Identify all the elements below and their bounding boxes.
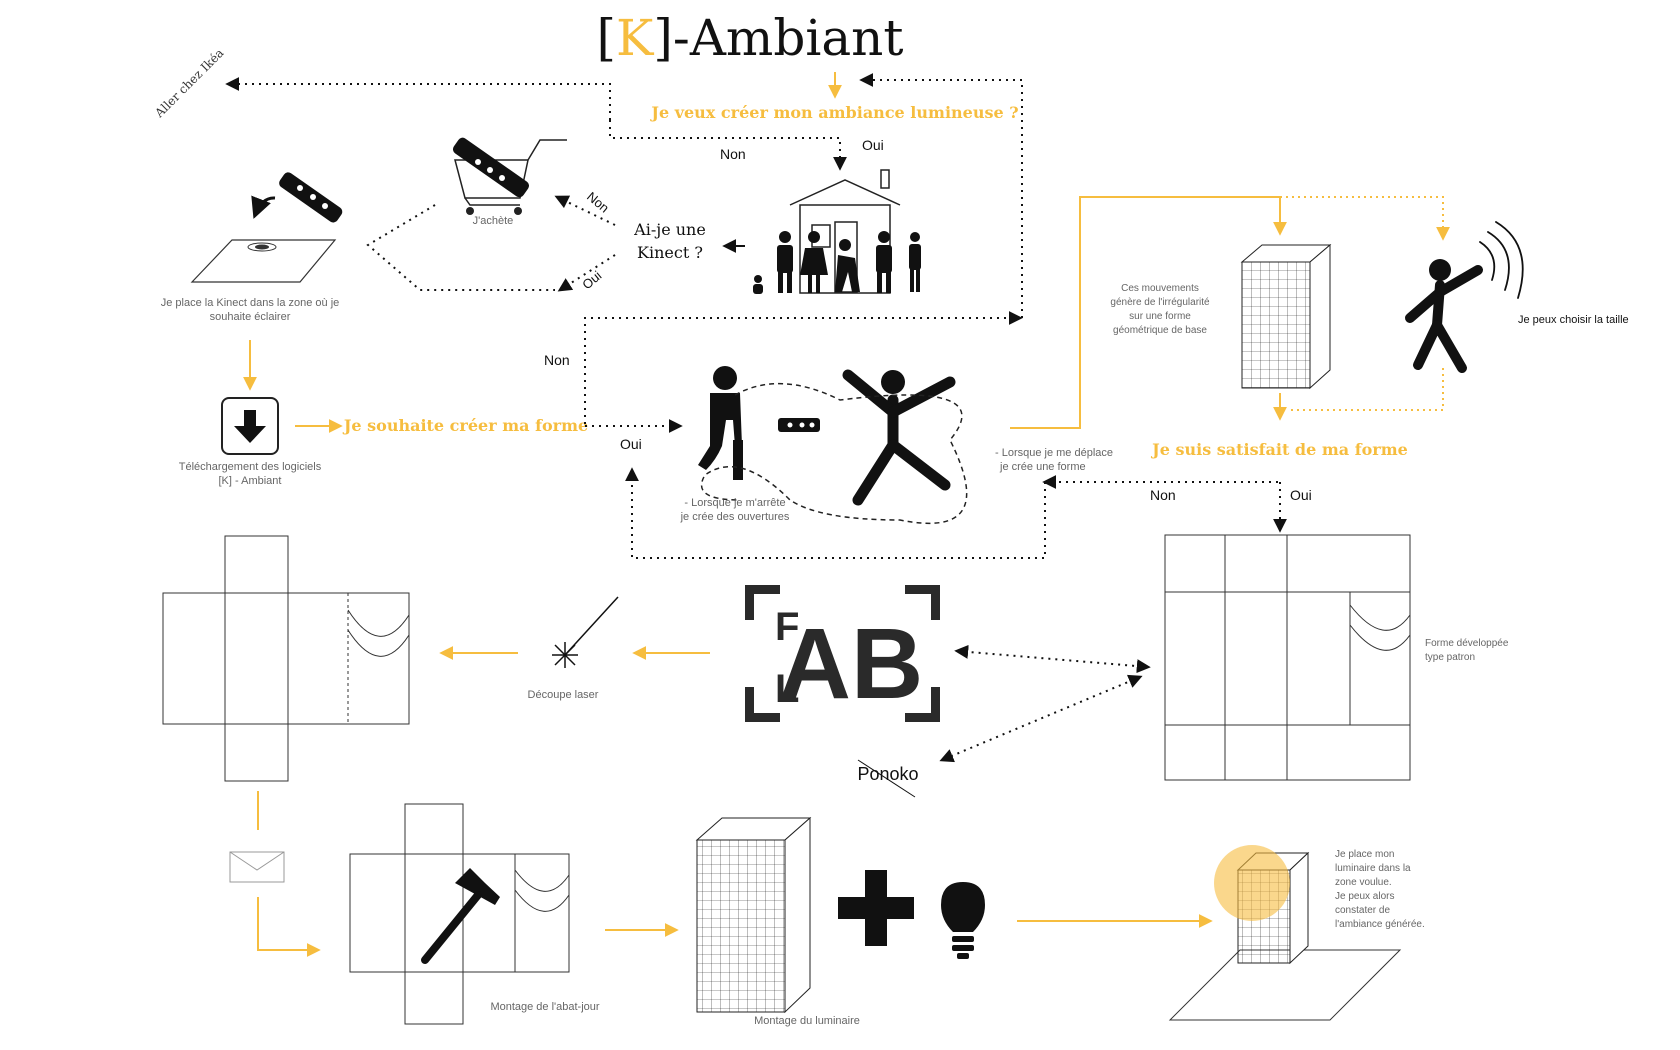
arrow-q1-to-house bbox=[609, 120, 847, 171]
plus-icon bbox=[838, 870, 914, 946]
hammer-icon bbox=[421, 868, 500, 964]
irregular-line-2: génère de l'irrégularité bbox=[1110, 297, 1210, 308]
svg-text:AB: AB bbox=[779, 608, 923, 720]
assembly-shade-label: Montage de l'abat-jour bbox=[490, 1001, 599, 1013]
lamp-box-assembly bbox=[695, 816, 812, 1014]
movement-path bbox=[700, 382, 968, 525]
final-lamp-scene bbox=[1168, 845, 1402, 1021]
kinect-question-line-2: Kinect ? bbox=[637, 243, 703, 262]
kinect-question-line-1: Ai-je une bbox=[633, 220, 706, 239]
svg-text:L: L bbox=[775, 667, 799, 711]
size-label: Je peux choisir la taille bbox=[1518, 314, 1629, 326]
arrow-pattern-ponoko bbox=[939, 674, 1143, 763]
hex-loop bbox=[366, 204, 555, 291]
question-3: Je suis satisfait de ma forme bbox=[1150, 440, 1408, 459]
oui-label-1: Oui bbox=[862, 137, 884, 153]
arrow-mail-to-assembly bbox=[257, 897, 321, 957]
download-line-2: [K] - Ambiant bbox=[219, 475, 282, 487]
pattern-line-1: Forme développée bbox=[1425, 638, 1509, 649]
pattern-net-left bbox=[162, 535, 410, 782]
stop-line-2: je crée des ouvertures bbox=[680, 511, 790, 523]
jumping-person-icon bbox=[842, 369, 956, 506]
kinect-sensor-small bbox=[778, 418, 820, 432]
irregular-line-1: Ces mouvements bbox=[1121, 283, 1199, 294]
loop-to-top bbox=[859, 73, 1023, 318]
laser-label: Découpe laser bbox=[528, 689, 599, 701]
loop-bottom bbox=[625, 467, 1046, 559]
pattern-line-2: type patron bbox=[1425, 652, 1475, 663]
question-1: Je veux créer mon ambiance lumineuse ? bbox=[649, 103, 1018, 122]
envelope-icon bbox=[229, 851, 285, 883]
final-line-4: Je peux alors bbox=[1335, 891, 1394, 902]
final-line-5: constater de bbox=[1335, 905, 1390, 916]
walking-person-icon bbox=[698, 366, 743, 480]
svg-text:F: F bbox=[775, 605, 799, 649]
ikea-label: Aller chez Ikéa bbox=[152, 46, 227, 121]
gesturing-person-icon bbox=[1405, 221, 1524, 373]
laser-icon bbox=[552, 596, 619, 668]
final-line-1: Je place mon bbox=[1335, 849, 1394, 860]
buy-label: J'achète bbox=[473, 215, 514, 227]
arrow-pattern-fab bbox=[954, 644, 1151, 674]
arrow-to-ikea bbox=[225, 77, 611, 120]
pattern-net-large bbox=[1164, 534, 1411, 781]
ponoko-label: Ponoko bbox=[857, 764, 918, 784]
move-line-1: - Lorsque je me déplace bbox=[995, 447, 1113, 459]
arrow-to-size-person bbox=[1280, 196, 1450, 241]
final-line-3: zone voulue. bbox=[1335, 877, 1392, 888]
stop-line-1: - Lorsque je m'arrête bbox=[684, 497, 785, 509]
download-icon bbox=[221, 397, 279, 455]
oui-label-4: Oui bbox=[1290, 487, 1312, 503]
kinect-icon bbox=[190, 172, 343, 283]
arrow-q2-non-loop bbox=[584, 311, 1023, 424]
app-title: [K]-Ambiant bbox=[597, 9, 904, 67]
lamp-box-icon bbox=[1240, 243, 1332, 390]
final-line-6: l'ambiance générée. bbox=[1335, 919, 1425, 930]
oui-label-3: Oui bbox=[620, 436, 642, 452]
ponoko-strike bbox=[857, 759, 916, 798]
arrow-to-shape bbox=[1010, 196, 1287, 429]
place-kinect-line-2: souhaite éclairer bbox=[210, 311, 291, 323]
fab-logo-icon: F L AB bbox=[745, 585, 940, 722]
download-line-1: Téléchargement des logiciels bbox=[179, 461, 322, 473]
irregular-line-4: géométrique de base bbox=[1113, 325, 1207, 336]
family-icon bbox=[753, 231, 921, 294]
non-label-3: Non bbox=[544, 352, 570, 368]
cart-icon bbox=[452, 137, 567, 215]
lightbulb-icon bbox=[941, 882, 985, 959]
move-line-2: je crée une forme bbox=[999, 461, 1086, 473]
assembly-lamp-label: Montage du luminaire bbox=[754, 1015, 860, 1027]
question-2: Je souhaite créer ma forme bbox=[342, 416, 588, 435]
non-label-4: Non bbox=[1150, 487, 1176, 503]
oui-label-2: Oui bbox=[579, 268, 604, 293]
final-line-2: luminaire dans la bbox=[1335, 863, 1411, 874]
irregular-line-3: sur une forme bbox=[1129, 311, 1191, 322]
place-kinect-line-1: Je place la Kinect dans la zone où je bbox=[161, 297, 340, 309]
person-to-q3 bbox=[1288, 368, 1444, 411]
non-label-1: Non bbox=[720, 146, 746, 162]
